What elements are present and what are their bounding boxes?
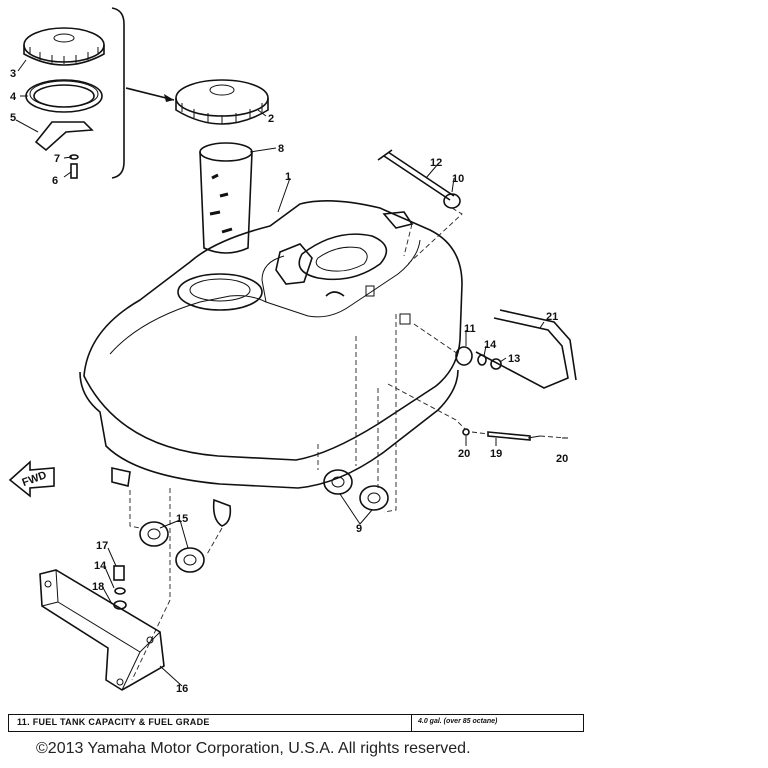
- inset-fuel-cap: [23, 27, 105, 66]
- bolt-12: [377, 149, 455, 201]
- callout-10: 10: [452, 173, 464, 185]
- spec-value: 4.0 gal. (over 85 octane): [418, 718, 498, 725]
- callout-15: 15: [176, 513, 188, 525]
- fuel-tank: [79, 200, 463, 527]
- grommet-11: [455, 346, 473, 366]
- forward-arrow: FWD: [8, 460, 55, 498]
- inset-screw: [69, 154, 79, 179]
- callout-1: 1: [285, 171, 291, 183]
- callout-19: 19: [490, 448, 502, 460]
- callout-5: 5: [10, 112, 16, 124]
- callout-14-lower: 14: [94, 560, 107, 572]
- inset-plate: [34, 121, 94, 152]
- hose-19: [487, 431, 531, 441]
- leader-lines: [15, 59, 568, 687]
- callout-4: 4: [10, 91, 17, 103]
- callout-20-right: 20: [556, 453, 568, 465]
- callout-18: 18: [92, 581, 104, 593]
- callout-7: 7: [54, 153, 60, 165]
- callout-21: 21: [546, 311, 558, 323]
- washer-10: [443, 193, 461, 209]
- callout-16: 16: [176, 683, 188, 695]
- callout-13: 13: [508, 353, 520, 365]
- damper-15: [139, 521, 205, 573]
- callout-17: 17: [96, 540, 108, 552]
- strap-21: [475, 309, 577, 389]
- copyright-notice: ©2013 Yamaha Motor Corporation, U.S.A. A…: [36, 740, 471, 757]
- callout-11: 11: [464, 323, 476, 335]
- spec-label: 11. FUEL TANK CAPACITY & FUEL GRADE: [9, 715, 412, 731]
- bolt-17: [113, 565, 125, 581]
- callout-8: 8: [278, 143, 284, 155]
- fuel-filter: [199, 142, 253, 254]
- callout-20-left: 20: [458, 448, 470, 460]
- callout-12: 12: [430, 157, 442, 169]
- inset-arrow-head: [164, 94, 174, 102]
- callout-2: 2: [268, 113, 274, 125]
- inset-bracket: [111, 7, 125, 179]
- callout-6: 6: [52, 175, 58, 187]
- washer-14-lower: [114, 587, 126, 595]
- fuel-cap: [175, 79, 269, 125]
- callout-9: 9: [356, 523, 362, 535]
- callout-3: 3: [10, 68, 16, 80]
- spec-table-row: 11. FUEL TANK CAPACITY & FUEL GRADE 4.0 …: [8, 714, 584, 732]
- nut-13: [490, 358, 502, 370]
- inset-gasket: [25, 79, 103, 113]
- bracket-16: [39, 569, 165, 691]
- damper-9: [323, 469, 389, 511]
- clip-20-left: [462, 428, 470, 436]
- callout-14-upper: 14: [484, 339, 497, 351]
- fuel-tank-exploded-diagram: FWD 1 2 3 4 5 6 7 8 9 10 11 12 13 14 14 …: [8, 7, 577, 695]
